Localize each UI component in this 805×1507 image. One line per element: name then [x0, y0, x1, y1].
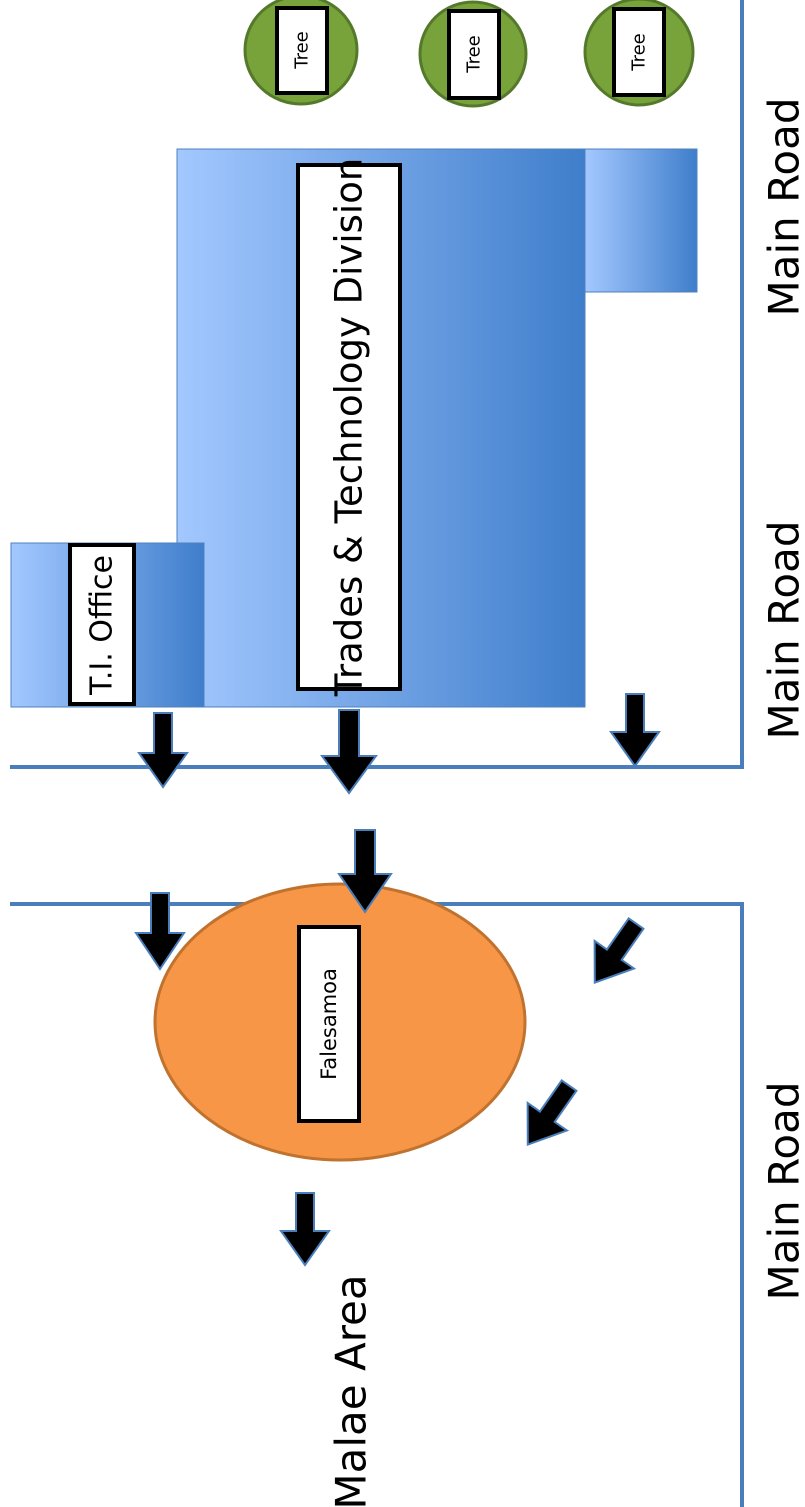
building-label-box	[296, 163, 402, 691]
building-label-box	[68, 543, 136, 706]
arrow-down-icon	[279, 1192, 331, 1267]
tree: Tree	[243, 0, 359, 106]
tree-label-box	[447, 9, 501, 100]
ti-office-building: T.I. Office	[10, 542, 205, 708]
building-label: T.I. Office	[85, 555, 120, 696]
tree-label: Tree	[629, 33, 650, 72]
tree: Tree	[583, 0, 695, 107]
tree-label-box	[612, 7, 666, 97]
main-road-label-bottom: Main Road	[760, 1081, 805, 1300]
falesamoa: Falesamoa	[153, 882, 527, 1162]
main-road-label-top: Main Road	[760, 97, 805, 316]
tree-label-box	[275, 6, 329, 95]
tree-label: Tree	[292, 31, 313, 70]
building-annex	[584, 148, 698, 293]
arrow-down-icon	[137, 712, 189, 789]
arrow-down-left-icon	[526, 1079, 578, 1146]
arrow-down-icon	[320, 709, 378, 795]
arrow-down-icon	[609, 693, 661, 768]
arrow-down-icon	[134, 892, 186, 971]
arrow-down-icon	[337, 829, 393, 914]
arrows	[134, 693, 661, 1267]
trades-technology-division-building: Trades & Technology Division	[176, 148, 698, 708]
tree: Tree	[418, 0, 528, 108]
main-road-label-middle: Main Road	[760, 520, 805, 739]
building-label: Trades & Technology Division	[328, 158, 371, 698]
malae-area-label: Malae Area	[327, 1274, 376, 1507]
falesamoa-label-box	[297, 925, 361, 1123]
falesamoa-label: Falesamoa	[317, 968, 341, 1080]
arrow-down-left-icon	[593, 917, 645, 984]
tree-label: Tree	[464, 35, 485, 74]
